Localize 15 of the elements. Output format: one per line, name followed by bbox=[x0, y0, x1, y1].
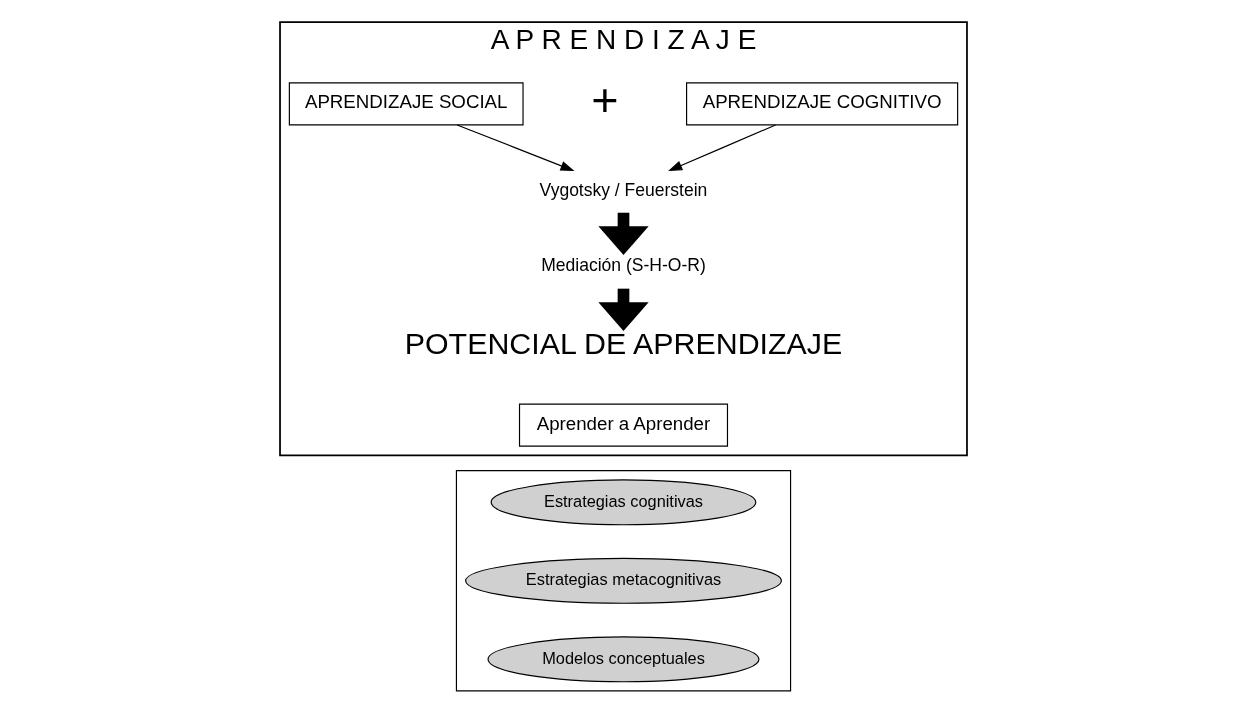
arrow bbox=[456, 124, 575, 172]
node-text: Mediación (S-H-O-R) bbox=[541, 255, 706, 276]
cluster bbox=[455, 470, 792, 692]
label: + bbox=[591, 73, 619, 126]
arrow bbox=[598, 212, 649, 255]
node-box: APRENDIZAJE SOCIAL bbox=[288, 82, 524, 126]
node-box: Aprender a Aprender bbox=[518, 403, 729, 447]
node-ellipse: Estrategias cognitivas bbox=[490, 479, 757, 526]
node-ellipse: Estrategias metacognitivas bbox=[465, 557, 782, 604]
node-text: Vygotsky / Feuerstein bbox=[539, 179, 708, 200]
arrow bbox=[598, 288, 649, 331]
arrow bbox=[668, 124, 777, 172]
node-box: APRENDIZAJE COGNITIVO bbox=[686, 82, 959, 126]
node-text: POTENCIAL DE APRENDIZAJE bbox=[404, 326, 843, 360]
node-ellipse: Modelos conceptuales bbox=[487, 636, 760, 683]
